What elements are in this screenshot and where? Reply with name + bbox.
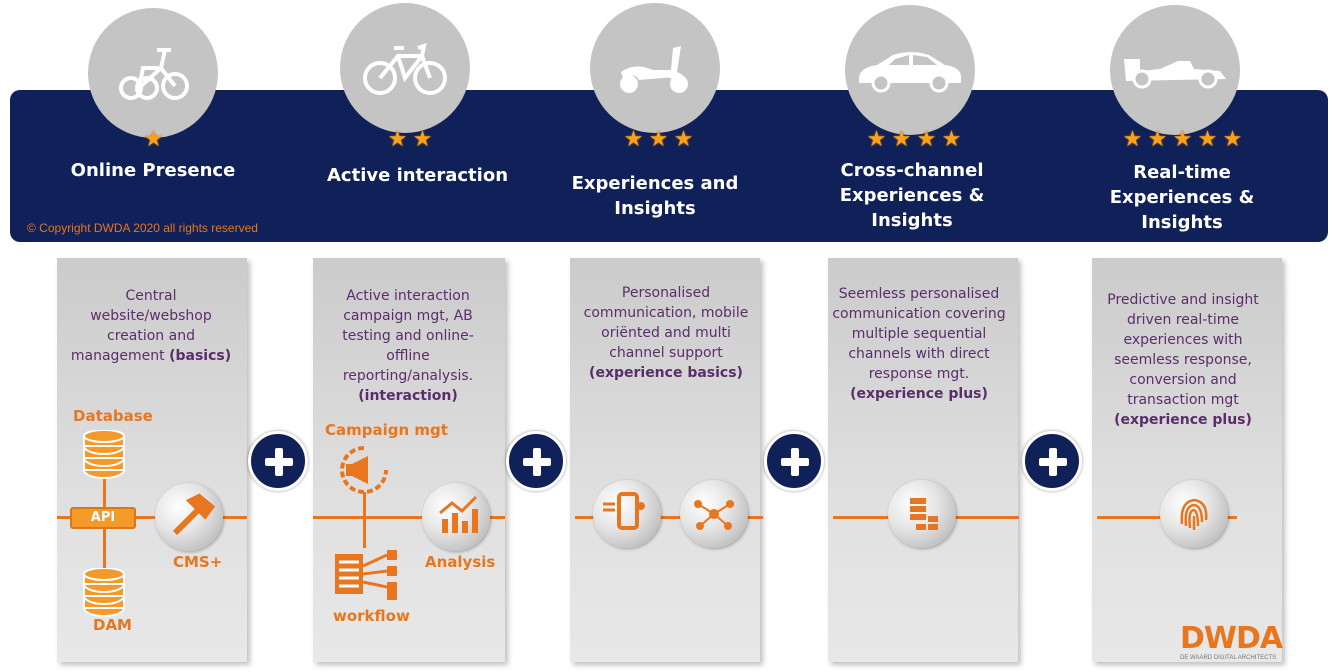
bar-chart-icon xyxy=(439,495,478,533)
datastack-globe-icon xyxy=(888,480,956,548)
stage-card-4 xyxy=(828,258,1018,662)
campaign-label: Campaign mgt xyxy=(325,421,448,439)
stage-circle-5 xyxy=(1110,5,1240,135)
mobile-icon xyxy=(603,492,645,530)
stage-title-line: Online Presence xyxy=(70,160,236,181)
hammer-icon xyxy=(172,493,216,536)
tricycle-icon xyxy=(119,48,189,100)
stage-card-5 xyxy=(1092,258,1282,662)
stage-title-line: Insights xyxy=(614,198,696,219)
card-description-5: Predictive and insight driven real-time … xyxy=(1107,292,1259,428)
stage-title-line: Active interaction xyxy=(326,165,509,186)
rating-stars-3: ★★★ xyxy=(621,128,696,150)
stage-title-line: Insights xyxy=(871,210,953,231)
stage-circle-1 xyxy=(88,8,218,138)
dwda-logo: DWDA DE WAARD DIGITAL ARCHITECTS xyxy=(1180,621,1283,662)
campaign-megaphone-icon xyxy=(340,446,388,494)
connector-line xyxy=(575,516,763,519)
star-icon: ★ xyxy=(673,126,694,151)
logo-subtitle: DE WAARD DIGITAL ARCHITECTS xyxy=(1180,655,1277,661)
stage-title-2: Active interaction xyxy=(315,163,520,188)
rating-stars-4: ★★★★ xyxy=(864,128,964,150)
database-label: Database xyxy=(73,407,153,425)
connector-line xyxy=(363,492,366,548)
connector-line xyxy=(313,516,505,519)
star-icon: ★ xyxy=(143,126,164,151)
analysis-label: Analysis xyxy=(425,553,496,571)
fingerprint-icon xyxy=(1180,498,1208,530)
star-icon: ★ xyxy=(941,126,962,151)
star-icon: ★ xyxy=(387,126,408,151)
cms-label: CMS+ xyxy=(173,553,223,571)
stage-circle-2 xyxy=(340,3,470,133)
card-description-3: Personalised communication, mobile oriën… xyxy=(583,285,749,381)
star-icon: ★ xyxy=(412,126,433,151)
dam-label: DAM xyxy=(93,616,132,634)
star-icon: ★ xyxy=(1197,126,1218,151)
star-icon: ★ xyxy=(891,126,912,151)
stage-title-line: Real-time xyxy=(1133,162,1231,183)
star-icon: ★ xyxy=(1172,126,1193,151)
star-icon: ★ xyxy=(1222,126,1243,151)
rating-stars-2: ★★ xyxy=(385,128,435,150)
fingerprint-globe-icon xyxy=(1160,480,1228,548)
card-description-2: Active interaction campaign mgt, AB test… xyxy=(342,288,474,404)
star-icon: ★ xyxy=(623,126,644,151)
card-description-4: Seemless personalised communication cove… xyxy=(832,286,1006,402)
star-icon: ★ xyxy=(916,126,937,151)
workflow-label: workflow xyxy=(333,607,410,625)
database-icon xyxy=(83,430,125,479)
workflow-icon xyxy=(335,550,397,600)
stage-title-1: Online Presence xyxy=(63,158,243,183)
race-car-icon xyxy=(1124,59,1226,89)
plus-icon xyxy=(248,431,308,491)
plus-icon xyxy=(506,431,566,491)
database-grid-icon xyxy=(910,498,938,530)
scooter-icon xyxy=(620,46,688,93)
star-icon: ★ xyxy=(1147,126,1168,151)
logo-text: DWDA xyxy=(1180,621,1283,656)
stage-circle-3 xyxy=(590,3,720,133)
connector-line xyxy=(57,516,247,519)
plus-icon xyxy=(1022,431,1082,491)
analysis-globe-icon xyxy=(422,483,490,551)
rating-stars-1: ★ xyxy=(141,128,166,150)
dam-database-icon xyxy=(83,568,125,617)
rating-stars-5: ★★★★★ xyxy=(1120,128,1245,150)
stage-circle-4 xyxy=(845,5,975,135)
network-globe-icon xyxy=(680,480,748,548)
api-box: API xyxy=(70,507,136,529)
card-description-1: Central website/webshop creation and man… xyxy=(70,288,232,364)
star-icon: ★ xyxy=(648,126,669,151)
stage-card-3 xyxy=(570,258,760,662)
copyright-text: © Copyright DWDA 2020 all rights reserve… xyxy=(27,221,258,235)
stage-title-line: Experiences & xyxy=(839,185,985,206)
star-icon: ★ xyxy=(1122,126,1143,151)
cms-globe-icon xyxy=(155,483,223,551)
star-icon: ★ xyxy=(866,126,887,151)
stage-title-line: Experiences and xyxy=(571,173,739,194)
stage-title-line: Cross-channel xyxy=(840,160,984,181)
bicycle-icon xyxy=(363,43,447,95)
plus-icon xyxy=(764,431,824,491)
car-icon xyxy=(859,52,961,93)
stage-title-line: Experiences & xyxy=(1109,187,1255,208)
mobile-globe-icon xyxy=(593,480,661,548)
stage-title-line: Insights xyxy=(1141,212,1223,233)
network-icon xyxy=(694,500,734,530)
